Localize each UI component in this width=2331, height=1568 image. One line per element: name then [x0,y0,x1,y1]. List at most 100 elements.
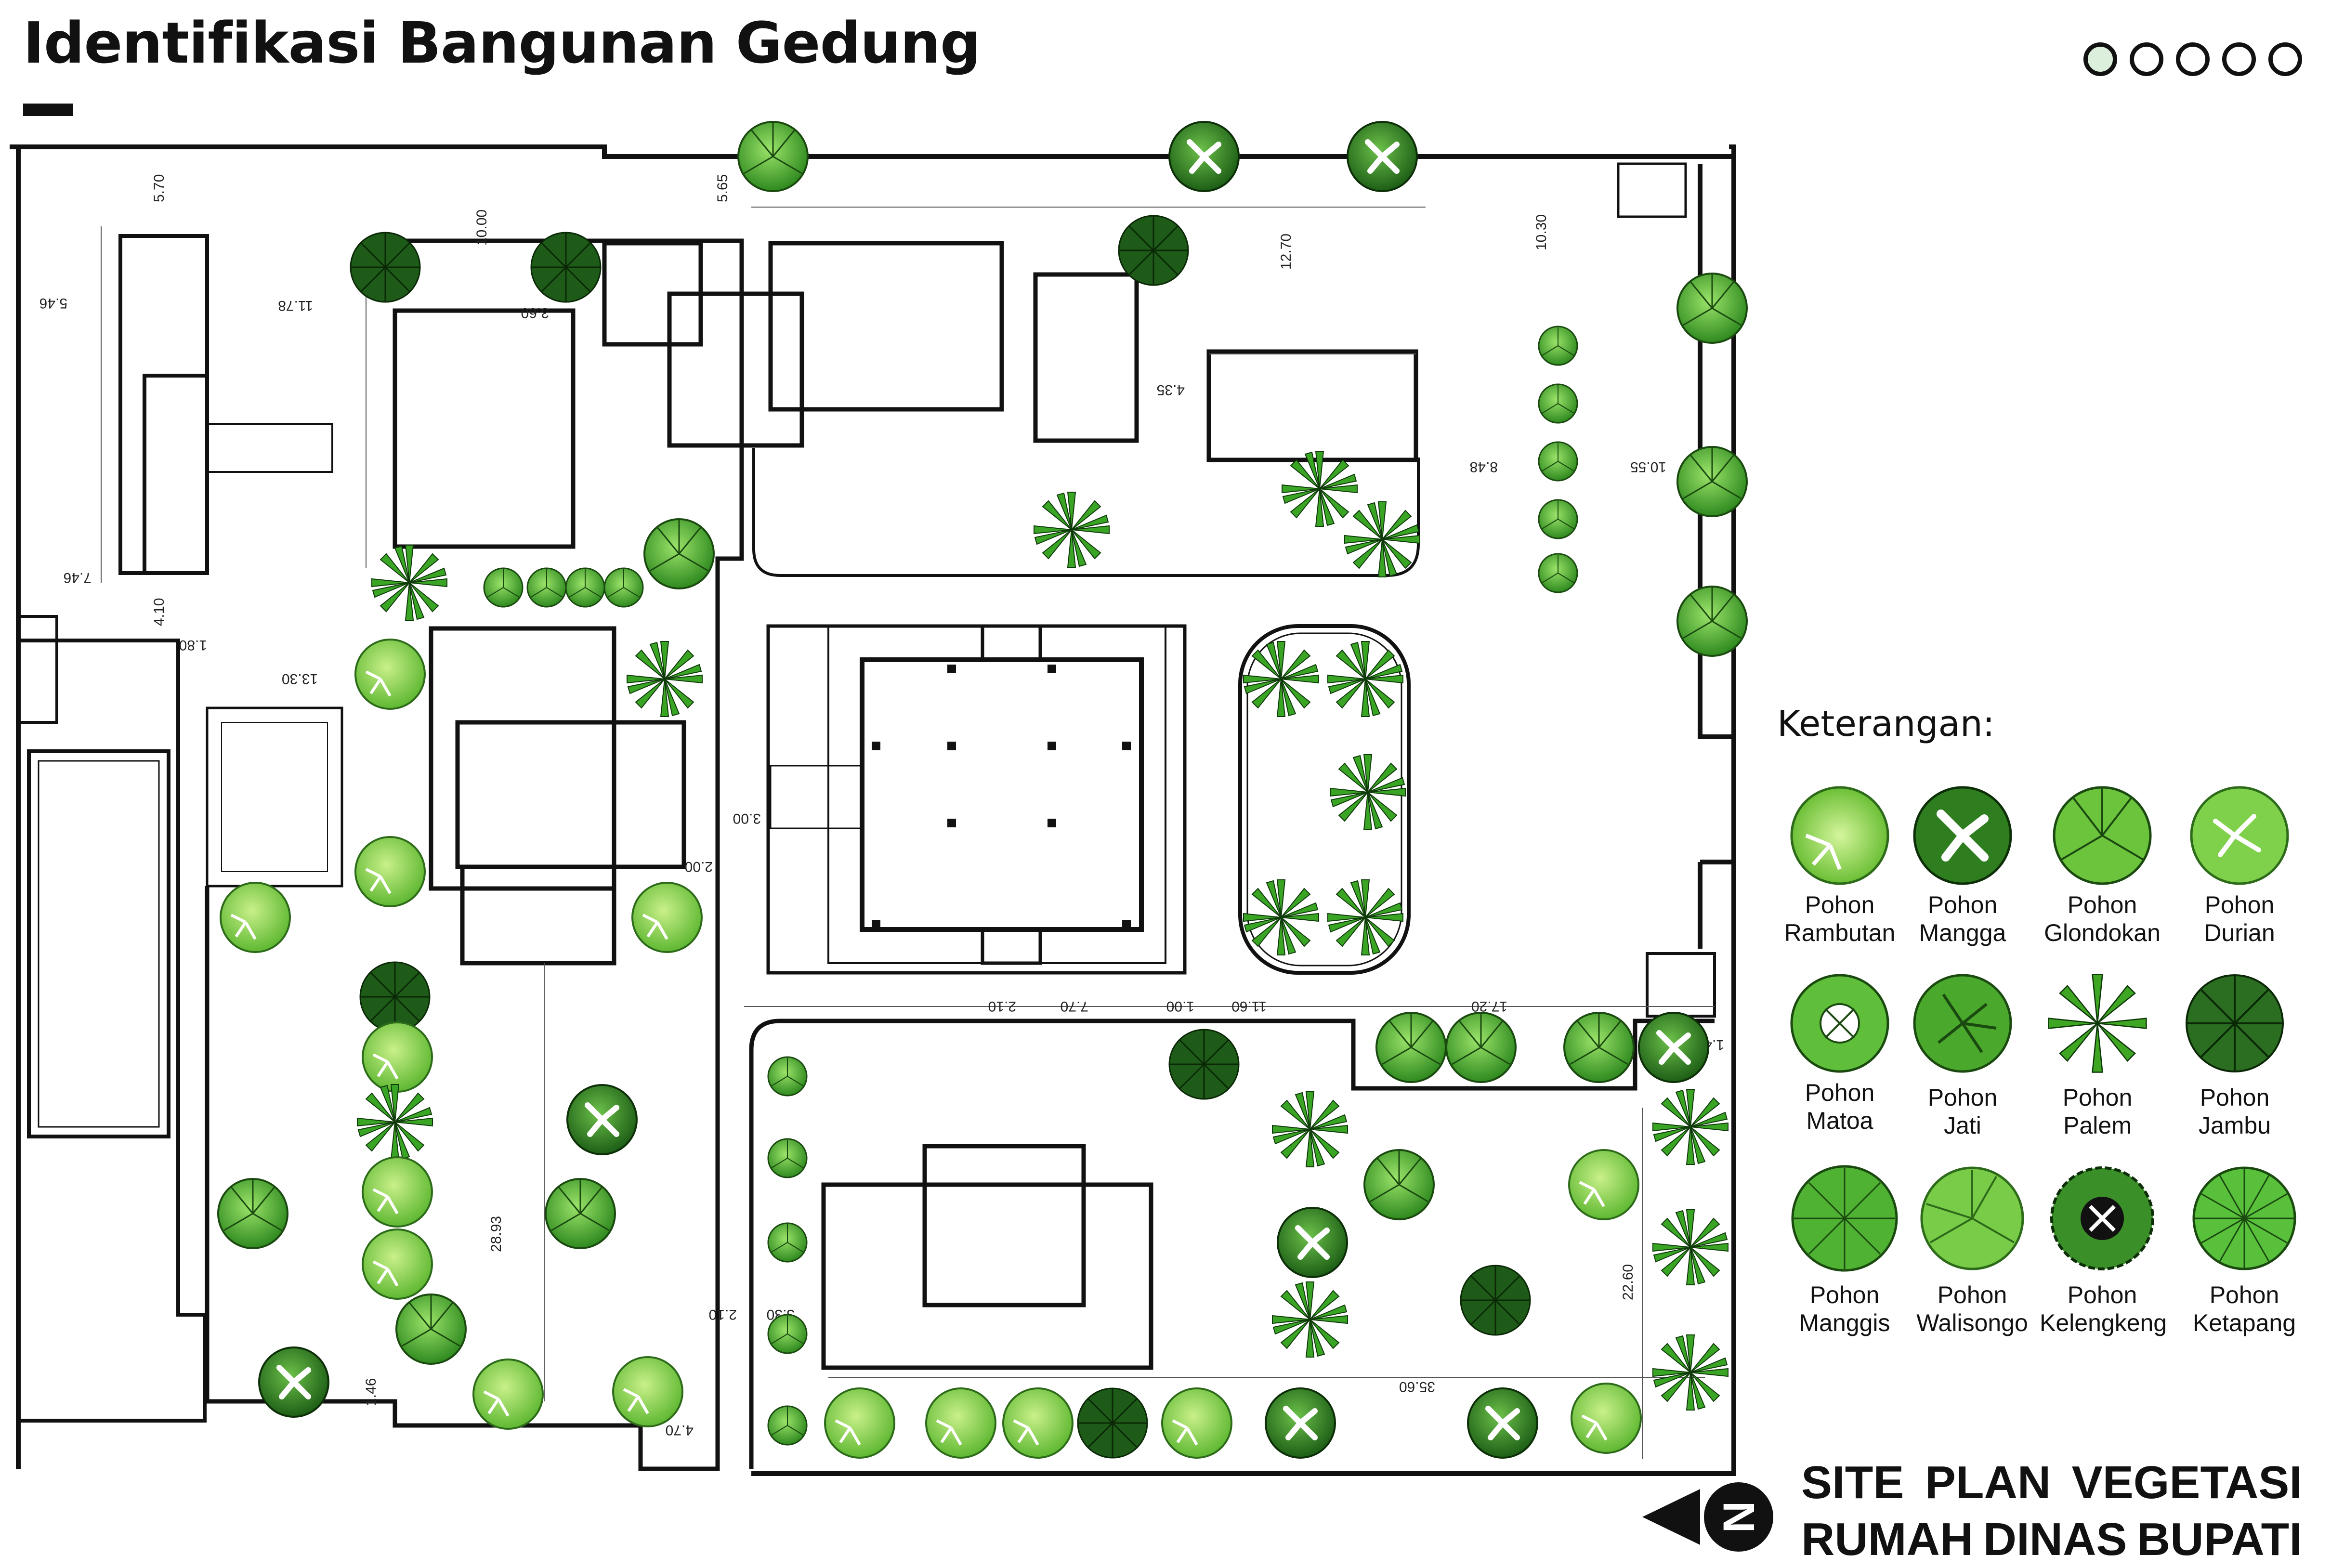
dimension-label: 1.00 [1166,998,1194,1014]
dimension-label: 7.46 [64,570,92,586]
jambu-tree-icon [2186,974,2284,1072]
tree-jambu [359,961,431,1032]
legend-item-kelengkeng: Pohon Kelengkeng [2040,1161,2167,1337]
tree-palem [1243,641,1319,717]
tree-jati [1363,1149,1435,1220]
mangga-tree-icon [1913,786,2012,885]
tree-kelengkeng [1468,1388,1537,1458]
tree-small [767,1138,808,1178]
tree-jati [643,518,715,589]
legend-label-1: Pohon [1805,1079,1875,1106]
dimension-label: 11.60 [1231,998,1267,1014]
legend-label-2: Ketapang [2192,1309,2296,1336]
tree-rambutan [363,1229,432,1299]
walisongo-tree-icon [1920,1166,2024,1270]
tree-rambutan [355,837,425,906]
legend-item-durian: Pohon Durian [2177,780,2302,947]
dimension-label: 8.48 [1470,459,1498,475]
glondokan-tree-icon [2053,786,2152,885]
site-title-word: PLAN [1925,1457,2051,1508]
title-underline [23,104,73,116]
tree-mangga [1348,122,1417,191]
tree-glondokan [1563,1012,1635,1083]
tree-palem [1652,1334,1729,1411]
legend-label-2: Manggis [1799,1309,1890,1336]
dimension-label: 12.70 [1278,234,1294,270]
tree-jambu [1168,1029,1240,1100]
legend-label-2: Durian [2204,919,2275,946]
tree-rambutan [1569,1150,1638,1219]
matoa-tree-icon [1790,974,1889,1073]
progress-dot [2268,42,2302,76]
legend-label-2: Glondokan [2044,919,2161,946]
tree-small [1538,441,1578,482]
tree-glondokan [1375,1012,1447,1083]
tree-kelengkeng [1266,1388,1335,1458]
tree-kelengkeng [1639,1013,1708,1082]
dimension-label: 5.46 [39,295,67,311]
tree-jambu [1460,1265,1531,1336]
legend-item-jati: Pohon Jati [1900,968,2025,1139]
tree-palem [1652,1089,1729,1165]
tree-kelengkeng [1278,1208,1347,1277]
tree-palem [1327,879,1403,955]
legend-title: Keterangan: [1777,703,1995,745]
tree-palem [1034,492,1110,568]
dimension-label: 17.20 [1471,998,1507,1014]
dimension-label: 4.35 [1157,382,1185,398]
tree-rambutan [825,1388,894,1458]
page-title: Identifikasi Bangunan Gedung [23,10,981,76]
tree-ketapang [1676,586,1748,657]
tree-rambutan [632,883,702,952]
tree-rambutan [473,1359,543,1429]
tree-palem [1272,1281,1348,1358]
legend-label-2: Kelengkeng [2040,1309,2167,1336]
tree-mangga [1169,122,1239,191]
legend-label-1: Pohon [2067,1281,2137,1308]
progress-dot [2083,42,2117,76]
dimension-label: 10.00 [474,209,490,246]
dimension-label: 1.46 [363,1378,379,1406]
legend-label-2: Jambu [2198,1112,2271,1139]
tree-glondokan [737,121,809,192]
legend-label-2: Rambutan [1784,919,1896,946]
legend-item-ketapang: Pohon Ketapang [2182,1161,2307,1337]
legend-item-manggis: Pohon Manggis [1782,1161,1907,1337]
dimension-label: 11.78 [278,298,313,314]
legend-item-rambutan: Pohon Rambutan [1777,780,1902,947]
legend-item-palem: Pohon Palem [2035,968,2160,1139]
tree-small [1538,383,1578,424]
tree-jambu [530,232,602,303]
north-arrow-icon: N [1642,1482,1773,1552]
tree-small [483,567,524,608]
dimension-label: 10.30 [1533,214,1549,250]
legend-label-1: Pohon [2200,1084,2270,1111]
legend-label-2: Mangga [1919,919,2006,946]
tree-small [603,567,644,608]
tree-ketapang [1676,446,1748,517]
tree-small [767,1405,808,1446]
tree-jati [217,1178,288,1249]
legend-item-glondokan: Pohon Glondokan [2040,780,2165,947]
tree-palem [1327,641,1403,717]
tree-small [1538,553,1578,593]
site-title-word: RUMAH [1801,1514,1974,1565]
legend-label-1: Pohon [1809,1281,1880,1308]
tree-mangga [567,1085,637,1154]
tree-matoa [355,640,425,709]
tree-small [767,1056,808,1097]
palem-tree-icon [2048,974,2147,1073]
dimension-label: 5.70 [151,174,167,202]
legend-label-1: Pohon [1927,1084,1998,1111]
durian-tree-icon [2190,786,2289,885]
kelengkeng-tree-icon [2050,1166,2154,1270]
tree-small [767,1222,808,1263]
legend-item-mangga: Pohon Mangga [1900,780,2025,947]
tree-kelengkeng [259,1347,328,1417]
legend-item-jambu: Pohon Jambu [2172,968,2297,1139]
ketapang-tree-icon [2192,1166,2296,1270]
tree-palem [371,545,447,621]
tree-palem [1652,1209,1729,1285]
tree-palem [1282,451,1358,527]
legend-label-1: Pohon [2209,1281,2279,1308]
